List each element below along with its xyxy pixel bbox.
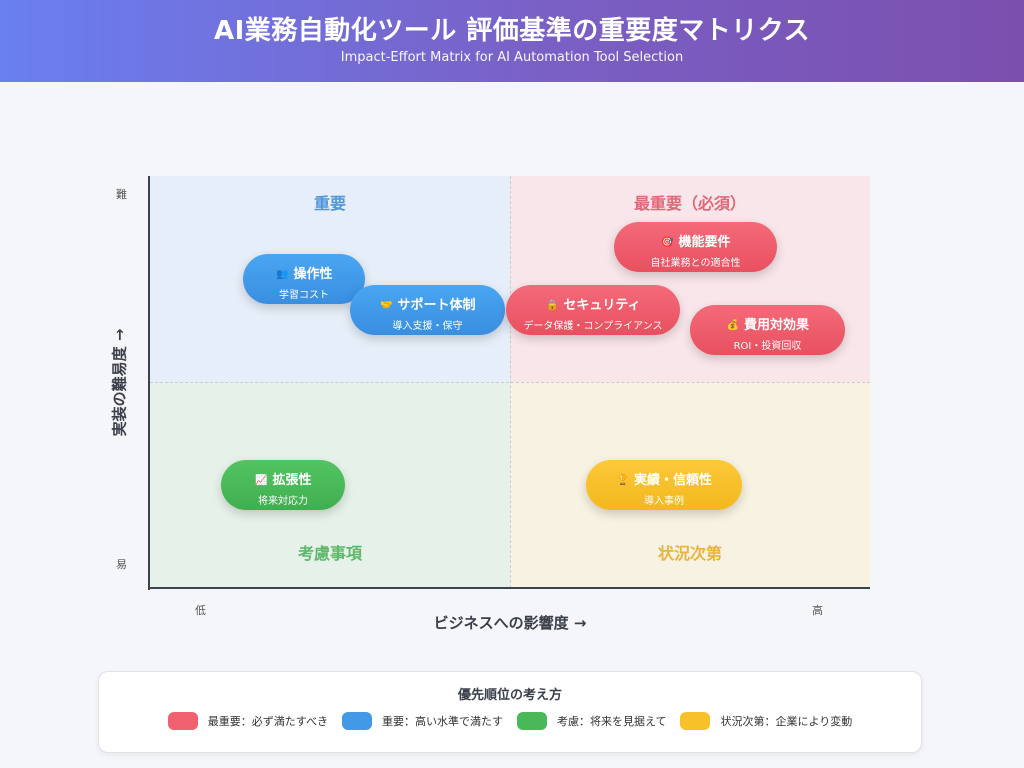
criterion-name: 機能要件 <box>678 235 731 250</box>
page-header: AI業務自動化ツール 評価基準の重要度マトリクス Impact-Effort M… <box>0 0 1024 82</box>
legend-items: 最重要：必ず満たすべき 重要：高い水準で満たす 考慮：将来を見据えて 状況次第：… <box>99 712 921 730</box>
matrix-plot-area: 重要 最重要（必須） 考慮事項 状況次第 <box>150 176 870 588</box>
legend-swatch-yellow <box>680 712 711 730</box>
criterion-desc: 学習コスト <box>279 290 329 301</box>
legend-item-consider: 考慮：将来を見据えて <box>517 712 666 730</box>
money-bag-icon: 💰 <box>726 320 740 331</box>
y-axis-line <box>148 176 150 590</box>
criterion-track-record[interactable]: 🏆実績・信頼性 導入事例 <box>586 460 742 510</box>
handshake-icon: 🤝 <box>380 300 393 311</box>
criterion-cost-effectiveness[interactable]: 💰費用対効果 ROI・投資回収 <box>690 305 845 355</box>
legend-item-critical: 最重要：必ず満たすべき <box>167 712 328 730</box>
users-icon: 👥 <box>276 269 289 280</box>
criterion-name: サポート体制 <box>397 298 476 313</box>
criterion-name: セキュリティ <box>563 298 641 313</box>
y-axis-title: 実装の難易度 → <box>110 328 129 437</box>
x-axis-tick-high: 高 <box>812 604 823 617</box>
legend-title: 優先順位の考え方 <box>457 688 562 703</box>
quadrant-label-important: 重要 <box>313 194 346 213</box>
lock-icon: 🔒 <box>546 300 559 311</box>
criterion-desc: 自社業務との適合性 <box>650 258 741 269</box>
y-axis-tick-low: 易 <box>116 558 127 571</box>
legend-swatch-green <box>517 712 547 730</box>
quadrant-label-critical: 最重要（必須） <box>633 194 746 213</box>
x-axis-title: ビジネスへの影響度 → <box>433 614 587 632</box>
criterion-desc: データ保護・コンプライアンス <box>523 321 663 332</box>
target-icon: 🎯 <box>661 237 674 248</box>
criterion-name: 拡張性 <box>272 473 312 488</box>
y-axis-tick-high: 難 <box>116 188 127 201</box>
criterion-security[interactable]: 🔒 セキュリティ データ保護・コンプライアンス <box>506 285 680 335</box>
page-title: AI業務自動化ツール 評価基準の重要度マトリクス <box>213 16 811 46</box>
legend-label: 重要：高い水準で満たす <box>382 715 503 728</box>
legend-item-important: 重要：高い水準で満たす <box>342 712 503 730</box>
chart-up-icon: 📈 <box>255 475 268 486</box>
criterion-support[interactable]: 🤝 サポート体制 導入支援・保守 <box>350 285 505 335</box>
criterion-desc: 導入事例 <box>644 496 684 507</box>
trophy-icon: 🏆 <box>616 475 630 486</box>
criterion-name: 費用対効果 <box>743 318 809 333</box>
page-subtitle: Impact-Effort Matrix for AI Automation T… <box>340 50 684 65</box>
criterion-scalability[interactable]: 📈 拡張性 将来対応力 <box>221 460 345 510</box>
x-axis-line <box>148 587 870 589</box>
legend-label: 最重要：必ず満たすべき <box>207 715 328 728</box>
criterion-name: 実績・信頼性 <box>633 473 712 488</box>
criterion-desc: ROI・投資回収 <box>733 341 802 352</box>
criterion-usability[interactable]: 👥 操作性 学習コスト <box>243 254 365 304</box>
quadrant-label-situational: 状況次第 <box>657 544 722 563</box>
legend-item-situational: 状況次第：企業により変動 <box>680 712 852 730</box>
legend-label: 考慮：将来を見据えて <box>557 715 667 728</box>
criterion-desc: 将来対応力 <box>258 496 308 507</box>
criterion-name: 操作性 <box>293 267 333 282</box>
legend-swatch-blue <box>342 712 372 730</box>
x-axis-tick-low: 低 <box>195 604 206 617</box>
criterion-desc: 導入支援・保守 <box>392 321 463 332</box>
quadrant-label-consider: 考慮事項 <box>297 544 362 563</box>
legend-swatch-red <box>167 712 198 730</box>
criterion-functional-requirements[interactable]: 🎯 機能要件 自社業務との適合性 <box>614 222 777 272</box>
priority-legend: 優先順位の考え方 最重要：必ず満たすべき 重要：高い水準で満たす 考慮：将来を見… <box>98 671 922 753</box>
legend-label: 状況次第：企業により変動 <box>720 715 853 728</box>
horizontal-divider <box>150 382 870 383</box>
